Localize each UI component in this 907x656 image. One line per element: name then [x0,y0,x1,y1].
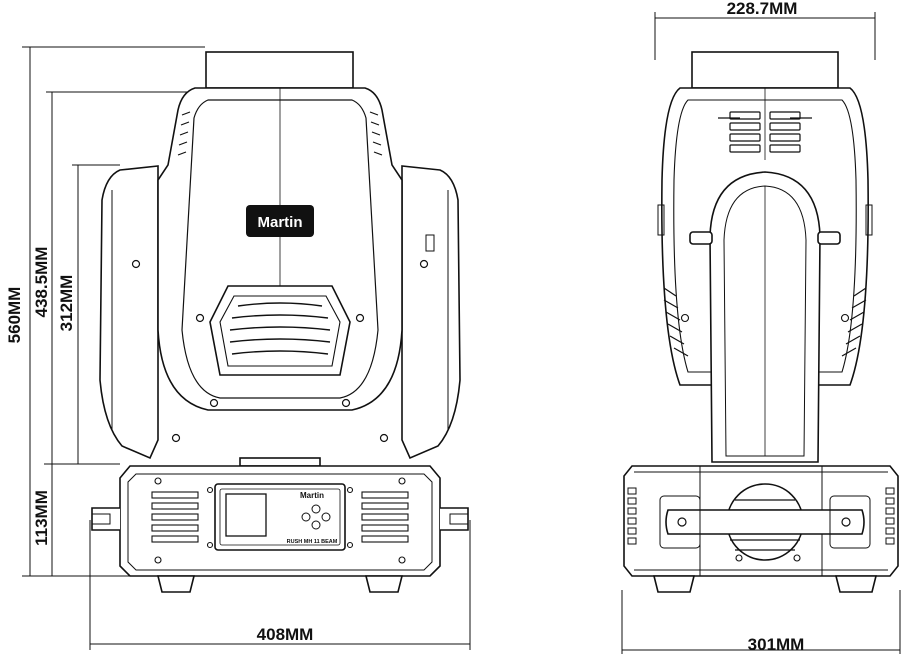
front-logo-badge [246,205,314,237]
front-lens-cap [205,51,354,89]
front-foot-left [156,575,196,593]
front-logo-text: Martin [258,214,303,231]
front-grille-slats [229,302,331,355]
dim-base-height: 113MM [32,490,51,546]
side-top-vents [718,111,812,153]
front-head-left-vents [177,111,191,156]
front-base-neck [239,457,321,467]
front-head-right-vents [369,111,383,156]
dim-total-height: 560MM [5,287,24,344]
side-lens-cap [691,51,839,89]
dim-head-width: 228.7MM [727,0,798,18]
dim-side-depth: 301MM [748,635,805,654]
side-foot-left [652,575,696,593]
dim-front-width: 408MM [257,625,314,644]
front-display-screen [225,493,267,537]
front-base-left-vents [151,491,199,543]
side-view [623,51,899,593]
dim-yoke-height: 312MM [57,275,76,332]
side-foot-right [834,575,878,593]
front-base-logo: Martin [300,491,324,500]
front-screws [131,259,429,443]
front-view: Martin [91,51,469,593]
front-yoke-left-arm [99,165,159,460]
front-foot-right [364,575,404,593]
dim-head-height: 438.5MM [32,247,51,318]
front-base-left-handle [91,507,120,531]
front-control-buttons [301,504,331,530]
front-model-label: RUSH MH 11 BEAM [287,539,338,545]
front-yoke-right-arm [401,165,461,460]
dimension-labels: 560MM 438.5MM 312MM 113MM 408MM 228.7MM … [5,0,804,654]
front-control-panel [214,483,346,551]
front-base-right-vents [361,491,409,543]
dimension-lines [22,12,901,654]
front-base-right-handle [440,507,469,531]
side-base-handle [665,509,865,535]
side-head-fins [663,287,867,357]
